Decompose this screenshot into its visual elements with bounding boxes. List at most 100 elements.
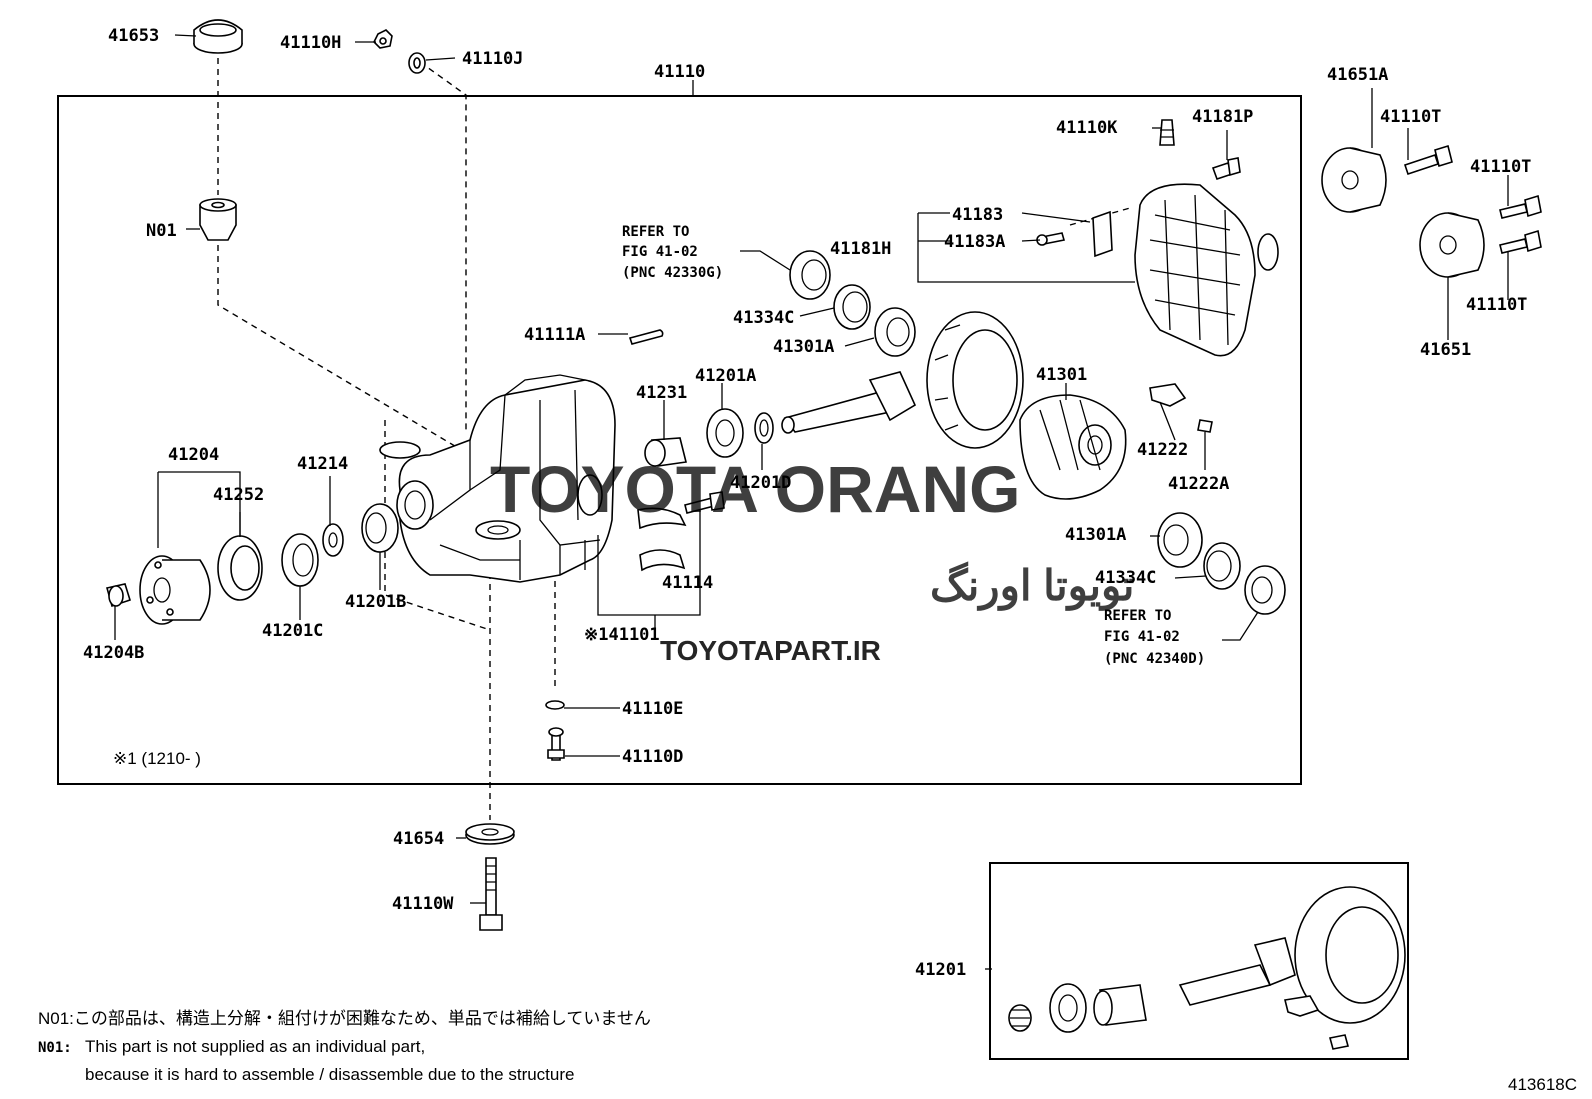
bearing-41301A-b-drawing [1157,512,1203,568]
part-labels: 41653 41110H 41110J 41110 41651A 41110T … [83,26,1531,980]
label-41651A[interactable]: 41651A [1327,65,1388,85]
bushing-n01-drawing [199,198,237,241]
refer-right-line2: FIG 41-02 [1104,629,1180,645]
bolt-41181P-drawing [1211,157,1241,181]
refer-right-line1: REFER TO [1104,608,1171,624]
label-41114[interactable]: 41114 [662,573,713,593]
bearing-41334C-a-drawing [789,250,831,300]
label-41651[interactable]: 41651 [1420,340,1471,360]
bolt-41183A-drawing [1036,232,1066,246]
nut-41110H-drawing [373,29,393,49]
label-41654[interactable]: 41654 [393,829,444,849]
label-41110E[interactable]: 41110E [622,699,683,719]
label-41231[interactable]: 41231 [636,383,687,403]
label-41181H[interactable]: 41181H [830,239,891,259]
ring-gear-drawing [926,311,1024,449]
spacer-41231-drawing [644,437,687,467]
label-41110W[interactable]: 41110W [392,894,454,914]
label-41101[interactable]: ※141101 [584,625,660,645]
mount-41653-drawing [193,19,243,54]
label-41301A-a[interactable]: 41301A [773,337,834,357]
label-41201A[interactable]: 41201A [695,366,756,386]
figure-id: 413618C [1508,1075,1577,1094]
label-41204[interactable]: 41204 [168,445,219,465]
inset-kit-41201-drawing [1008,886,1406,1050]
rear-cover-41181H-drawing [1134,183,1279,357]
seal-41252-drawing [217,535,263,601]
label-41110D[interactable]: 41110D [622,747,683,767]
label-41183A[interactable]: 41183A [944,232,1005,252]
label-41334C-b[interactable]: 41334C [1095,568,1156,588]
flange-41204-drawing [139,555,211,625]
bearing-cap-41101-drawing [637,507,687,572]
washer-41201D-drawing [754,412,774,444]
stud-41110D-drawing [547,727,565,761]
label-41301A-b[interactable]: 41301A [1065,525,1126,545]
leader-lines [114,34,1509,970]
label-41111A[interactable]: 41111A [524,325,585,345]
label-41334C-a[interactable]: 41334C [733,308,794,328]
label-41110J[interactable]: 41110J [462,49,523,69]
label-41301[interactable]: 41301 [1036,365,1087,385]
label-41201D[interactable]: 41201D [730,473,791,493]
label-41110T-a[interactable]: 41110T [1380,107,1441,127]
bearing-41201A-drawing [706,408,744,458]
bearing-41301A-a-drawing [874,307,916,357]
label-41110T-c[interactable]: 41110T [1466,295,1527,315]
label-N01[interactable]: N01 [146,221,177,241]
plug-41110K-drawing [1159,119,1175,146]
notes: N01:この部品は、構造上分解・組付けが困難なため、単品では補給していません N… [38,1009,651,1084]
label-41110[interactable]: 41110 [654,62,705,82]
footnote-range: ※1 (1210- ) [113,749,201,768]
lock-41222-drawing [1149,383,1187,407]
differential-carrier-housing-drawing [379,374,616,583]
race-41334C-b-drawing [1203,542,1241,590]
assembly-dashed-lines [217,58,1131,820]
drive-pinion-drawing [781,371,917,434]
race-41334C-drawing [833,284,871,330]
washer-41110E-drawing [545,700,565,710]
label-41181P[interactable]: 41181P [1192,107,1253,127]
label-41222[interactable]: 41222 [1137,440,1188,460]
label-41653[interactable]: 41653 [108,26,159,46]
label-41110T-b[interactable]: 41110T [1470,157,1531,177]
refer-left-line1: REFER TO [622,224,689,240]
note-en-line1: This part is not supplied as an individu… [85,1037,425,1056]
watermark-persian: تویوتا اورنگ [930,561,1134,611]
label-41214[interactable]: 41214 [297,454,348,474]
refer-right-line3: (PNC 42340D) [1104,651,1205,667]
label-41201B[interactable]: 41201B [345,592,406,612]
label-41183[interactable]: 41183 [952,205,1003,225]
washer-41110J-drawing [408,52,426,74]
nut-41204B-drawing [106,583,131,608]
label-41204B[interactable]: 41204B [83,643,144,663]
watermark: TOYOTA ORANG تویوتا اورنگ TOYOTAPART.IR [490,452,1134,666]
label-41252[interactable]: 41252 [213,485,264,505]
label-41110H[interactable]: 41110H [280,33,341,53]
label-41110K[interactable]: 41110K [1056,118,1118,138]
shim-41214-drawing [322,523,344,557]
label-41222A[interactable]: 41222A [1168,474,1229,494]
mount-41651-drawing [1419,212,1485,278]
refer-left-line3: (PNC 42330G) [622,265,723,281]
mount-41654-drawing [465,823,515,845]
assembly-frame-41110 [57,95,1302,785]
note-jp: N01:この部品は、構造上分解・組付けが困難なため、単品では補給していません [38,1009,651,1028]
bolt-41114-drawing [684,491,725,514]
bolt-41110W-drawing [479,857,503,931]
mount-41651A-drawing [1321,147,1387,213]
label-41201C[interactable]: 41201C [262,621,323,641]
refer-left-line2: FIG 41-02 [622,244,698,260]
bracket-41183-drawing [1092,210,1113,258]
watermark-site: TOYOTAPART.IR [660,635,881,666]
note-en-line2: because it is hard to assemble / disasse… [85,1065,574,1084]
inset-frame-41201 [989,862,1409,1060]
oil-seal-right-drawing [1244,565,1286,615]
pin-41111A-drawing [628,329,664,345]
note-en-prefix: N01: [38,1040,72,1056]
label-41201[interactable]: 41201 [915,960,966,980]
watermark-brand: TOYOTA ORANG [490,452,1020,526]
bolt-41222A-drawing [1197,419,1213,433]
differential-case-41301-drawing [1019,394,1127,500]
